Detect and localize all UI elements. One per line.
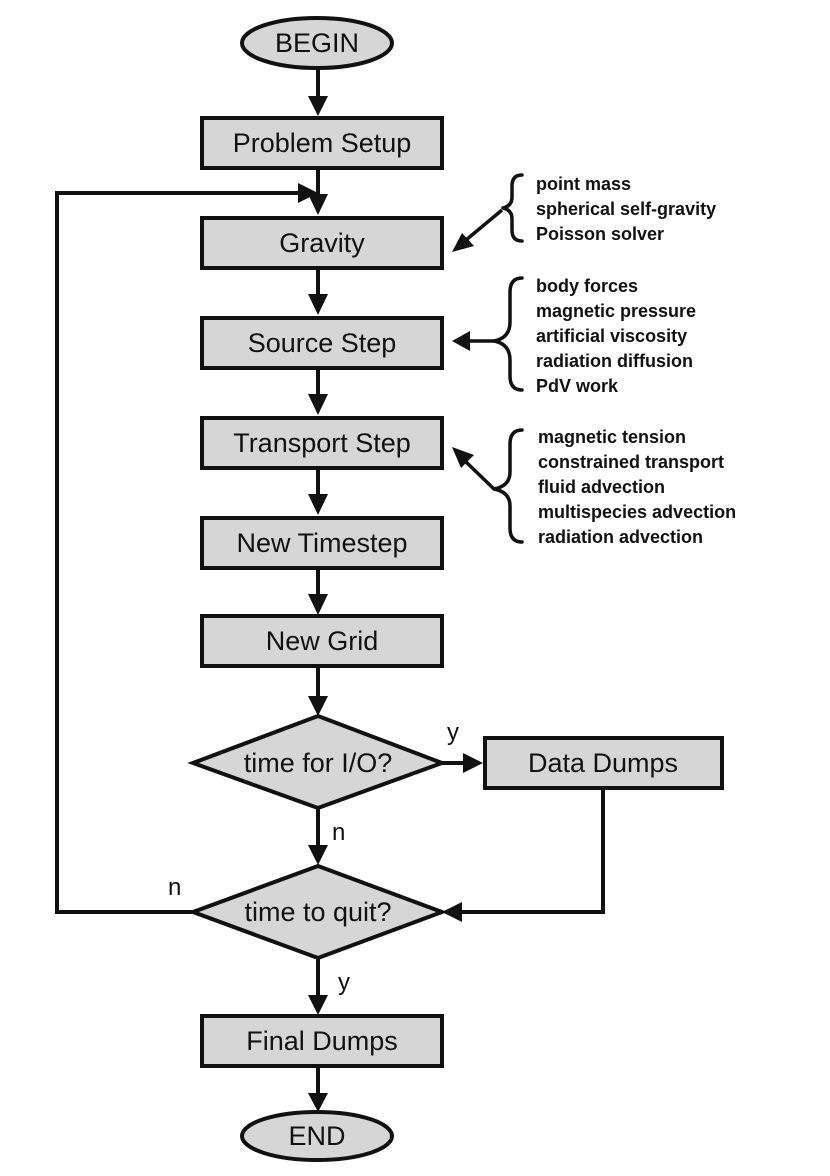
new-grid-box: New Grid [200,614,444,668]
decision-diamond [187,713,448,811]
end-label: END [288,1121,345,1151]
arrowhead [308,696,328,716]
arrowhead [308,995,328,1015]
end-terminal: END [240,1110,394,1162]
source-step-box: Source Step [200,316,444,370]
transport-note-0: magnetic tension [538,427,686,447]
new-grid-label: New Grid [266,626,379,656]
process-rect [200,216,444,270]
arrowhead [308,845,328,865]
source-note-3: radiation diffusion [536,351,693,371]
final-dumps-label: Final Dumps [246,1026,398,1056]
arrowhead [308,394,328,415]
curly-brace [501,173,524,243]
process-rect [200,516,444,570]
gravity-note-0: point mass [536,174,631,194]
transport-note-2: fluid advection [538,477,665,497]
process-rect [200,316,444,370]
begin-terminal: BEGIN [240,16,394,70]
terminal-ellipse [240,1110,394,1162]
arrowhead [452,447,474,468]
arrowhead [298,183,318,203]
source-note-0: body forces [536,276,638,296]
transport-step-label: Transport Step [233,428,411,458]
connector-datadumps-quit [462,788,605,914]
problem-setup-label: Problem Setup [233,128,412,158]
arrowhead [452,233,474,252]
process-rect [200,416,444,470]
process-rect [483,736,724,790]
arrowhead [308,96,328,116]
connector-loop-back [55,191,298,914]
gravity-box: Gravity [200,216,444,270]
io-no-label: n [332,819,345,846]
arrowhead [308,1093,328,1112]
final-dumps-box: Final Dumps [200,1014,444,1068]
process-rect [200,116,444,170]
data-dumps-label: Data Dumps [528,748,678,778]
new-timestep-label: New Timestep [236,528,407,558]
arrowhead [308,194,328,215]
annotation-pointer [462,458,496,491]
arrowhead [463,753,483,773]
arrowhead [308,594,328,615]
transport-step-annotation: magnetic tension constrained transport f… [452,427,736,547]
source-note-2: artificial viscosity [536,326,687,346]
begin-label: BEGIN [275,28,359,58]
source-step-annotation: body forces magnetic pressure artificial… [452,276,696,396]
time-for-io-decision: time for I/O? [187,713,448,811]
time-to-quit-label: time to quit? [244,897,391,927]
arrowhead [308,294,328,315]
gravity-note-2: Poisson solver [536,224,664,244]
transport-note-3: multispecies advection [538,502,736,522]
terminal-ellipse [240,16,394,70]
transport-note-4: radiation advection [538,527,703,547]
time-to-quit-decision: time to quit? [187,863,448,961]
process-rect [200,614,444,668]
decision-diamond [187,863,448,961]
transport-step-box: Transport Step [200,416,444,470]
connectors [55,68,605,1112]
io-yes-label: y [447,719,459,746]
transport-note-1: constrained transport [538,452,724,472]
process-rect [200,1014,444,1068]
annotation-pointer [464,208,504,242]
source-step-label: Source Step [248,328,397,358]
new-timestep-box: New Timestep [200,516,444,570]
quit-no-label: n [168,874,181,901]
curly-brace [492,276,524,392]
curly-brace [492,428,524,544]
gravity-label: Gravity [279,228,365,258]
gravity-note-1: spherical self-gravity [536,199,716,219]
source-note-4: PdV work [536,376,619,396]
time-for-io-label: time for I/O? [244,748,393,778]
gravity-annotation: point mass spherical self-gravity Poisso… [452,173,716,252]
source-note-1: magnetic pressure [536,301,696,321]
data-dumps-box: Data Dumps [483,736,724,790]
arrowhead [308,494,328,515]
problem-setup-box: Problem Setup [200,116,444,170]
arrowhead [442,902,462,922]
quit-yes-label: y [338,969,350,996]
arrowhead [452,331,470,351]
